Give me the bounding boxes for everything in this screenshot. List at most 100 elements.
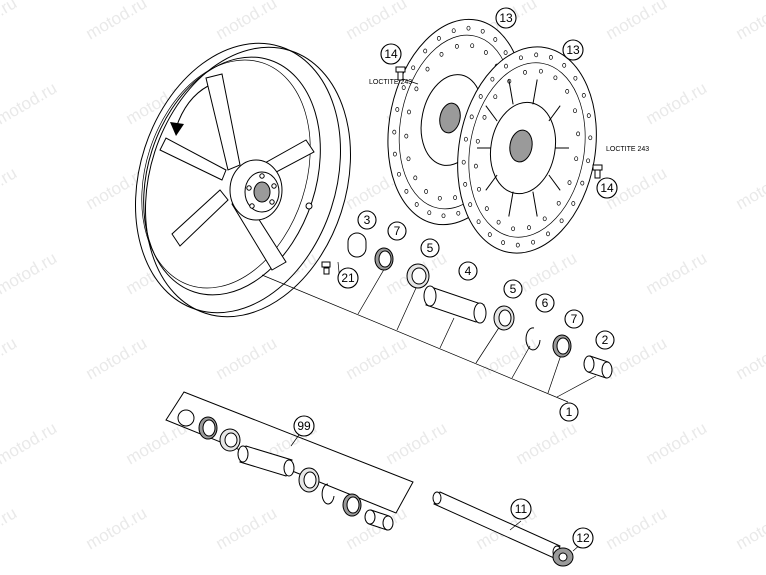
watermark-text: motod.ru xyxy=(733,333,766,383)
callout-13b[interactable]: 13 xyxy=(562,39,584,61)
watermark-text: motod.ru xyxy=(83,503,151,553)
disc-arm xyxy=(548,174,561,191)
disc-hole xyxy=(411,65,416,71)
svg-text:13: 13 xyxy=(499,11,513,25)
disc-hole xyxy=(538,68,543,74)
disc-hole xyxy=(392,151,397,157)
disc-hole xyxy=(461,159,466,165)
callout-5a[interactable]: 5 xyxy=(420,238,440,258)
front-wheel xyxy=(135,42,351,318)
disc-hole xyxy=(523,70,527,75)
disc-hole xyxy=(397,171,401,177)
disc-hole xyxy=(407,109,411,115)
watermark-text: motod.ru xyxy=(733,503,766,553)
callout-14a[interactable]: 14 xyxy=(380,43,402,65)
watermark-text: motod.ru xyxy=(0,248,60,298)
disc-hole xyxy=(531,239,536,245)
disc-hole xyxy=(454,44,459,49)
disc-hole xyxy=(395,107,400,112)
spacer-3 xyxy=(347,232,367,258)
disc-hole xyxy=(468,202,473,207)
disc-hole xyxy=(423,48,428,54)
callout-7a[interactable]: 7 xyxy=(387,221,407,241)
watermark-text: motod.ru xyxy=(0,0,20,43)
disc-hole xyxy=(424,189,429,194)
disc-hole xyxy=(586,158,591,164)
disc-arm xyxy=(532,79,538,105)
watermark-text: motod.ru xyxy=(733,0,766,43)
circlip-6 xyxy=(525,327,541,351)
svg-text:6: 6 xyxy=(542,296,549,310)
svg-text:5: 5 xyxy=(510,282,517,296)
callout-11[interactable]: 11 xyxy=(510,498,532,520)
svg-text:3: 3 xyxy=(364,213,371,227)
disc-hole xyxy=(441,213,446,219)
disc-hole xyxy=(439,52,444,57)
svg-text:5: 5 xyxy=(427,241,434,255)
watermark-text: motod.ru xyxy=(213,503,281,553)
disc-hole xyxy=(482,115,487,120)
disc-hole xyxy=(571,201,576,206)
disc-hole xyxy=(493,37,498,42)
disc-hole xyxy=(503,50,508,55)
disc-arm xyxy=(548,105,561,122)
callout-4[interactable]: 4 xyxy=(458,261,478,281)
callout-14b[interactable]: 14 xyxy=(596,177,618,199)
callout-6[interactable]: 6 xyxy=(535,293,555,313)
watermark-text: motod.ru xyxy=(513,248,581,298)
disc-hole xyxy=(496,219,501,225)
watermark-text: motod.ru xyxy=(643,418,711,468)
disc-hole xyxy=(501,240,506,245)
callout-99[interactable]: 99 xyxy=(293,415,315,437)
callout-7b[interactable]: 7 xyxy=(564,309,584,329)
watermark-text: motod.ru xyxy=(513,418,581,468)
watermark-text: motod.ru xyxy=(473,333,541,383)
disc-hole xyxy=(473,163,478,169)
disc-arm xyxy=(485,105,498,122)
disc-hole xyxy=(565,89,570,94)
disc-hole xyxy=(573,75,578,81)
disc-hole xyxy=(483,50,488,55)
disc-hole xyxy=(527,225,531,230)
disc-hole xyxy=(548,55,553,60)
disc-hole xyxy=(586,113,591,118)
watermark-text: motod.ru xyxy=(213,0,281,43)
loctite-label-left: LOCTITE 243 xyxy=(369,79,412,86)
loctite-label-right: LOCTITE 243 xyxy=(606,146,649,153)
bearing-kit-99 xyxy=(165,391,414,531)
disc-holes xyxy=(461,52,593,248)
disc-bolt-left xyxy=(395,66,406,81)
callout-21[interactable]: 21 xyxy=(337,267,359,289)
callout-5b[interactable]: 5 xyxy=(503,279,523,299)
disc-hole xyxy=(511,226,516,232)
watermark-text: motod.ru xyxy=(0,333,20,383)
seal-7-upper xyxy=(374,247,394,271)
callout-1[interactable]: 1 xyxy=(559,402,579,422)
callout-13a[interactable]: 13 xyxy=(495,7,517,29)
callout-12[interactable]: 12 xyxy=(572,527,594,549)
bearing-5-upper xyxy=(406,263,430,289)
disc-hole xyxy=(406,156,411,162)
disc-hole xyxy=(466,25,471,31)
valve-21 xyxy=(321,261,331,275)
disc-hole xyxy=(487,232,492,237)
disc-hole xyxy=(484,206,489,211)
disc-hole xyxy=(453,195,458,200)
watermark-text: motod.ru xyxy=(383,418,451,468)
disc-hole xyxy=(477,186,481,192)
callout-3[interactable]: 3 xyxy=(357,210,377,230)
disc-hole xyxy=(456,210,461,216)
disc-hole xyxy=(392,129,397,135)
watermark-text: motod.ru xyxy=(83,333,151,383)
disc-hole xyxy=(581,93,586,98)
svg-text:7: 7 xyxy=(571,312,578,326)
disc-hole xyxy=(556,200,561,206)
disc-hole xyxy=(562,63,567,68)
disc-hole xyxy=(476,219,481,225)
disc-hole xyxy=(475,138,480,144)
svg-text:12: 12 xyxy=(576,531,590,545)
callout-2[interactable]: 2 xyxy=(595,330,615,350)
disc-hole xyxy=(401,85,406,90)
svg-text:1: 1 xyxy=(566,405,573,419)
spacer-2 xyxy=(583,355,613,379)
